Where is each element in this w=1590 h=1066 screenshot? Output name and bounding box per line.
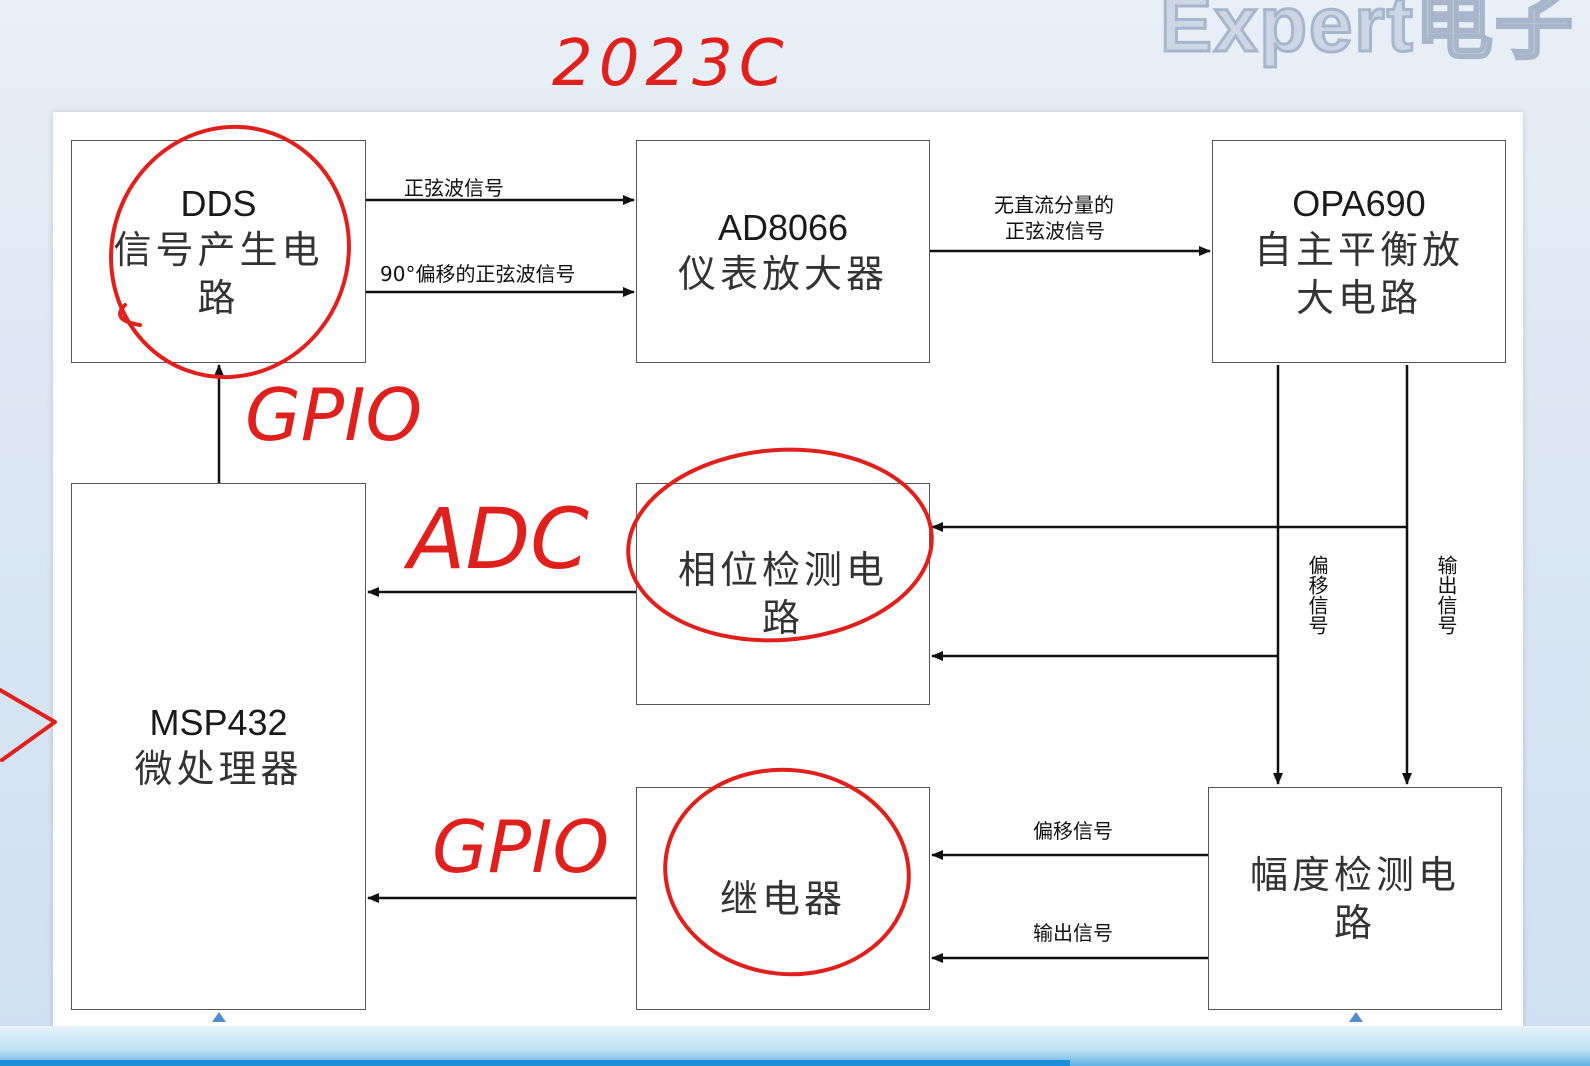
relay-box: 继电器 [636,787,930,1010]
amplitude-detector-body: 幅度检测电路 [1249,852,1460,945]
phase-detector-box: 相位检测电路 [636,483,930,705]
label-sine: 正弦波信号 [404,176,504,200]
ad8066-body: 仪表放大器 [677,251,888,296]
label-offset-horizontal: 偏移信号 [1033,819,1113,843]
label-offset-vertical: 偏移信号 [1305,555,1329,635]
label-sine90: 90°偏移的正弦波信号 [380,262,576,286]
label-output-vertical: 输出信号 [1434,555,1458,635]
dds-title: DDS [180,182,257,224]
background-watermark: Expert电子 [1159,0,1575,70]
progress-line [0,1060,1070,1066]
opa690-body: 自主平衡放大电路 [1253,227,1464,320]
dds-body: 信号产生电路 [113,227,324,320]
label-nodc-2: 正弦波信号 [1005,219,1105,243]
ad8066-box: AD8066 仪表放大器 [636,140,930,363]
opa690-box: OPA690 自主平衡放大电路 [1212,140,1506,363]
phase-detector-body: 相位检测电路 [677,548,888,640]
ad8066-title: AD8066 [717,206,849,248]
msp432-body: 微处理器 [134,746,303,791]
relay-body: 继电器 [719,876,846,921]
label-output-horizontal: 输出信号 [1033,921,1113,945]
msp432-box: MSP432 微处理器 [71,483,366,1010]
label-nodc-1: 无直流分量的 [994,193,1114,217]
opa690-title: OPA690 [1292,182,1426,224]
amplitude-detector-box: 幅度检测电路 [1208,787,1502,1010]
msp432-title: MSP432 [149,701,288,743]
bottom-band [0,1026,1590,1066]
dds-box: DDS 信号产生电路 [71,140,366,363]
